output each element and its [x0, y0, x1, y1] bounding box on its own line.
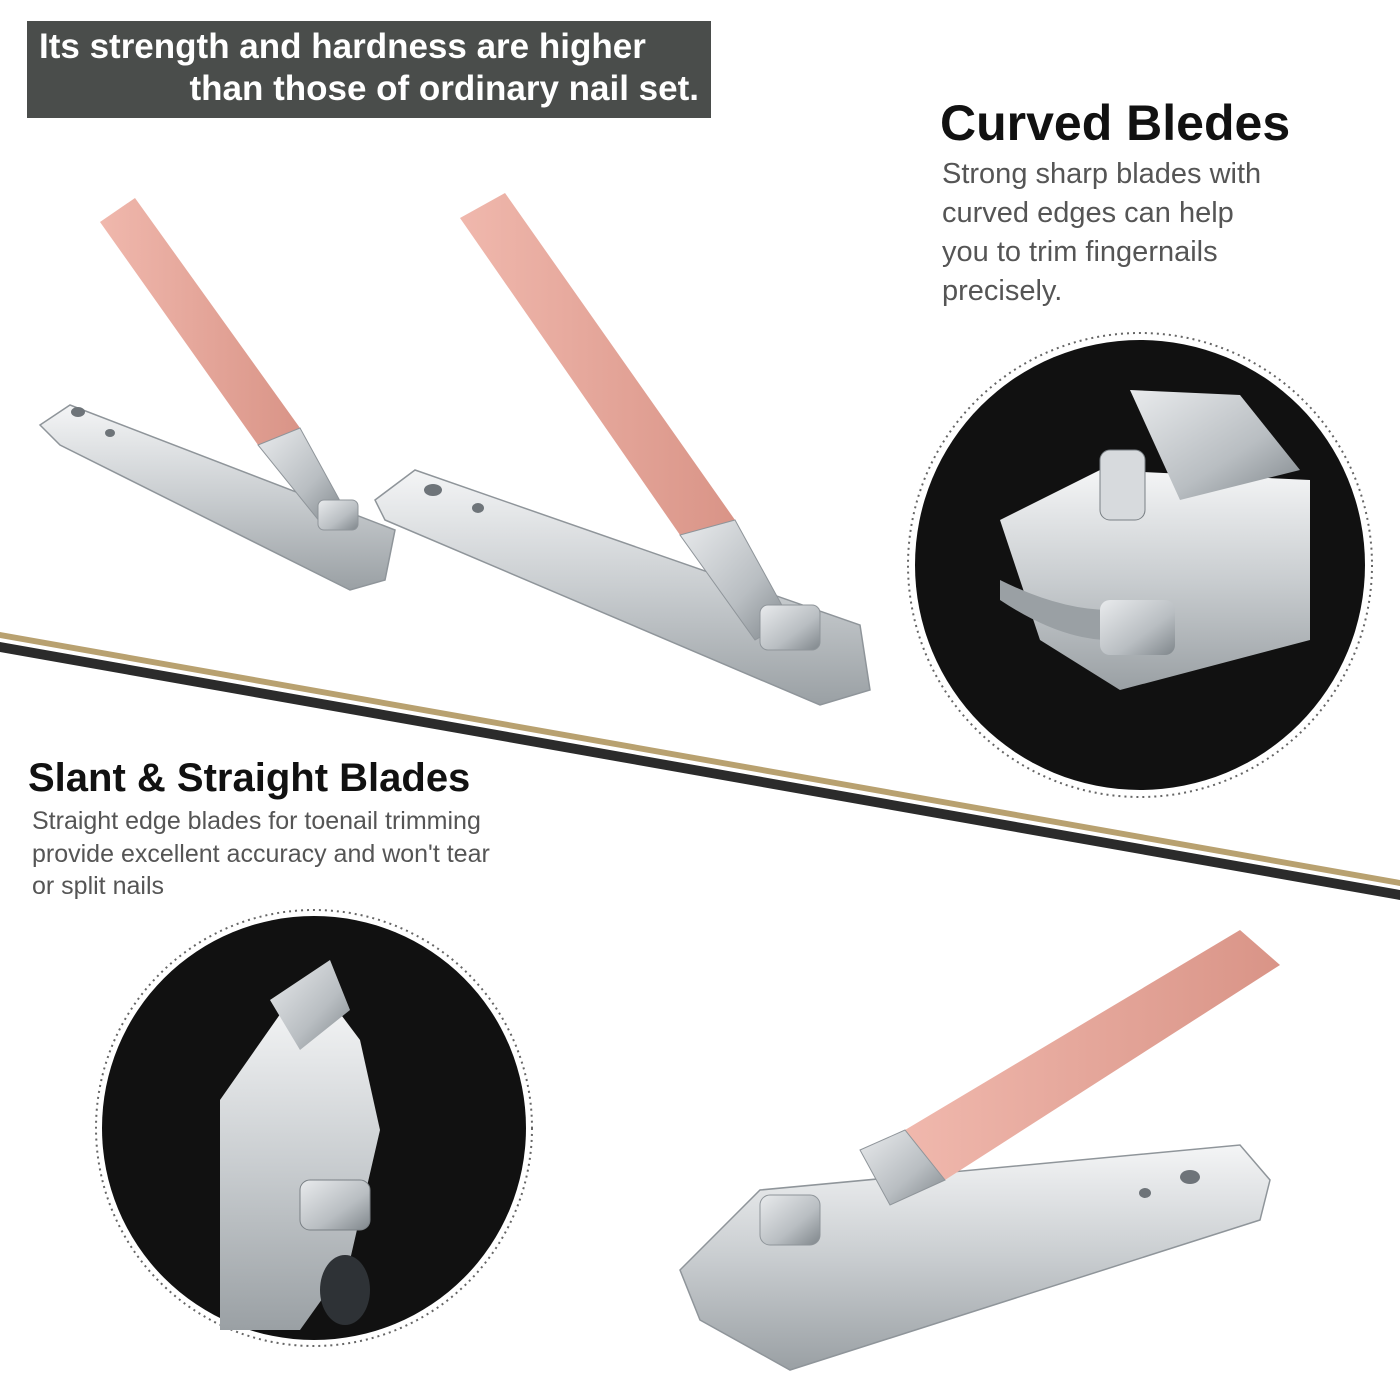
curved-blade-detail-circle	[907, 332, 1373, 798]
curved-desc-line-3: you to trim fingernails	[942, 236, 1218, 268]
divider-dark-stripe	[0, 642, 1400, 900]
slant-desc-line-3: or split nails	[32, 872, 164, 900]
banner-line-1: Its strength and hardness are higher	[39, 27, 646, 66]
curved-desc-line-2: curved edges can help	[942, 197, 1234, 229]
small-clipper-illustration	[38, 198, 396, 591]
bottom-clipper-illustration	[679, 930, 1280, 1371]
large-clipper-illustration	[374, 193, 871, 706]
slant-blades-title: Slant & Straight Blades	[28, 756, 471, 800]
strength-banner: Its strength and hardness are higher tha…	[27, 21, 711, 118]
curved-desc-line-4: precisely.	[942, 275, 1063, 307]
banner-line-2: than those of ordinary nail set.	[189, 69, 699, 108]
slant-desc-line-2: provide excellent accuracy and won't tea…	[32, 840, 490, 868]
slant-desc-line-1: Straight edge blades for toenail trimmin…	[32, 807, 481, 835]
straight-blade-detail-circle	[95, 909, 533, 1347]
curved-blades-title: Curved Bledes	[940, 95, 1291, 151]
curved-desc-line-1: Strong sharp blades with	[942, 158, 1262, 190]
divider-gold-stripe	[0, 632, 1400, 886]
